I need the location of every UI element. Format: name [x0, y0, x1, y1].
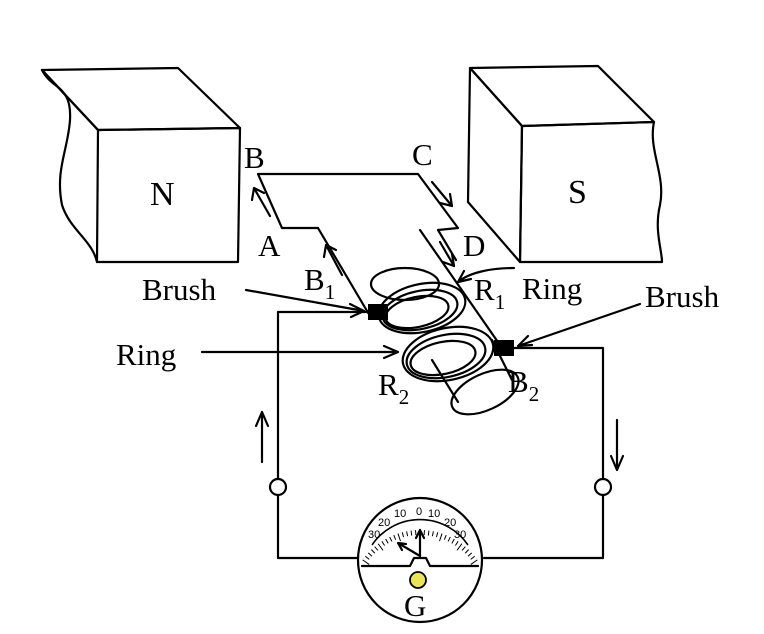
armature-coil — [256, 172, 460, 262]
brush-right-label: Brush — [645, 279, 720, 314]
coil-label-c: C — [412, 137, 433, 172]
scale-tick — [367, 552, 373, 557]
scale-tick — [454, 541, 459, 546]
coil-lead-a — [316, 226, 372, 318]
brush-b1 — [368, 304, 388, 320]
galvanometer-needle — [414, 528, 426, 558]
scale-tick — [377, 543, 384, 551]
scale-tick — [406, 531, 409, 537]
scale-tick — [410, 530, 413, 536]
r1-label: R1 — [474, 272, 505, 314]
b1-label: B1 — [304, 262, 335, 304]
scale-label-r10: 10 — [428, 508, 440, 520]
scale-tick — [381, 541, 386, 546]
galvanometer-scale-ticks — [362, 530, 478, 565]
pointer-ring-right — [456, 266, 516, 284]
scale-label-0: 0 — [416, 506, 422, 518]
scale-tick — [461, 546, 466, 551]
galvanometer-pivot — [409, 571, 427, 589]
ring-right-label: Ring — [522, 271, 582, 306]
scale-tick — [397, 533, 401, 542]
scale-label-r30: 30 — [454, 529, 466, 541]
b2-label: B2 — [508, 364, 539, 406]
scale-tick — [470, 555, 475, 560]
coil-label-a: A — [258, 228, 281, 263]
scale-label-l20: 20 — [378, 517, 390, 529]
coil-lead-d — [418, 228, 502, 347]
scale-tick — [371, 549, 376, 554]
galvanometer — [356, 496, 484, 624]
scale-tick — [470, 559, 478, 565]
circuit-left-bottom — [276, 494, 360, 560]
scale-tick — [431, 531, 434, 537]
coil-label-d: D — [463, 228, 485, 263]
r2-label: R2 — [378, 367, 409, 409]
scale-tick — [385, 538, 389, 544]
coil-current-arrows — [250, 180, 456, 277]
scale-label-l10: 10 — [394, 508, 406, 520]
terminal-left — [268, 477, 288, 497]
scale-tick — [393, 534, 397, 540]
scale-label-r20: 20 — [444, 517, 456, 529]
scale-tick — [374, 546, 379, 551]
scale-tick — [456, 543, 463, 551]
current-arrow-up — [254, 410, 270, 464]
pointer-ring-left — [200, 344, 400, 360]
brush-b2 — [494, 340, 514, 356]
scale-tick — [427, 530, 430, 536]
pointer-brush-left — [244, 288, 366, 319]
circuit-right-wire — [512, 346, 605, 480]
scale-tick — [401, 532, 405, 538]
coil-label-b: B — [244, 140, 265, 175]
scale-tick — [451, 538, 455, 544]
scale-tick — [439, 533, 443, 542]
scale-tick — [447, 536, 451, 542]
scale-tick — [389, 536, 393, 542]
circuit-right-bottom — [482, 494, 605, 560]
pointer-brush-right — [516, 302, 642, 348]
circuit-left-wire — [276, 310, 370, 480]
south-label: S — [568, 174, 587, 211]
north-label: N — [150, 176, 175, 213]
south-magnet — [466, 64, 664, 264]
brush-left-label: Brush — [142, 272, 217, 307]
ring-left-label: Ring — [116, 337, 176, 372]
scale-tick — [362, 559, 370, 565]
terminal-right — [593, 477, 613, 497]
scale-label-l30: 30 — [368, 529, 380, 541]
current-arrow-down — [609, 418, 625, 472]
scale-tick — [365, 555, 370, 560]
scale-tick — [467, 552, 473, 557]
galvanometer-needle-deflected — [396, 541, 422, 558]
north-magnet — [40, 66, 242, 264]
galvanometer-label: G — [404, 588, 426, 623]
scale-tick — [435, 532, 439, 538]
scale-tick — [443, 534, 447, 540]
scale-tick — [464, 549, 469, 554]
